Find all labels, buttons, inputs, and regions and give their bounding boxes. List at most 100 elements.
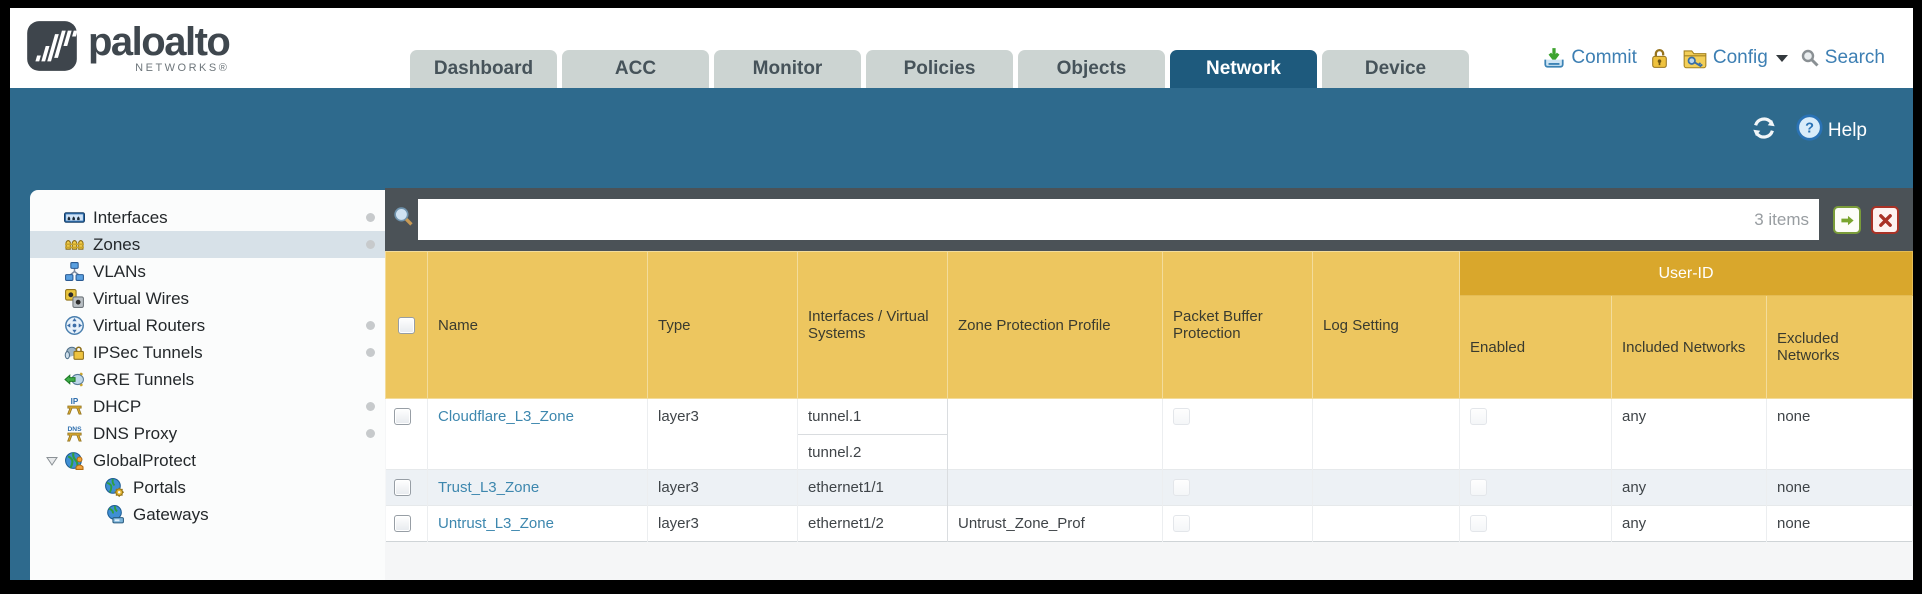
dns-proxy-icon: DNS — [64, 423, 85, 444]
zone-type: layer3 — [658, 479, 699, 496]
sidebar-item-label: GRE Tunnels — [93, 369, 195, 389]
interface-entry: ethernet1/2 — [808, 515, 884, 532]
zone-name-link[interactable]: Cloudflare_L3_Zone — [438, 408, 574, 425]
zones-icon — [64, 234, 85, 255]
table-row: Cloudflare_L3_Zone layer3 tunnel.1 tunnel.2… — [385, 398, 1913, 470]
row-checkbox[interactable] — [393, 479, 411, 496]
col-header-included-networks[interactable]: Included Networks — [1611, 295, 1767, 399]
col-header-name[interactable]: Name — [427, 251, 648, 399]
refresh-button[interactable] — [1750, 114, 1778, 147]
tab-dashboard[interactable]: Dashboard — [410, 50, 557, 88]
search-icon — [1800, 48, 1820, 68]
config-lock-button[interactable] — [1649, 47, 1670, 70]
status-dot — [366, 240, 375, 249]
tab-monitor[interactable]: Monitor — [714, 50, 861, 88]
filter-toolbar: 3 items — [385, 188, 1913, 251]
help-icon: ? — [1796, 114, 1823, 147]
tab-acc[interactable]: ACC — [562, 50, 709, 88]
packet-buffer-checkbox[interactable] — [1173, 408, 1190, 425]
expander-triangle-icon[interactable] — [46, 456, 64, 466]
global-search-button[interactable]: Search — [1800, 47, 1885, 69]
excluded-networks: none — [1777, 515, 1811, 532]
sidebar-item-label: DHCP — [93, 396, 142, 416]
filter-input[interactable] — [418, 199, 1819, 240]
user-id-enabled-checkbox[interactable] — [1470, 515, 1487, 532]
globalprotect-icon — [64, 450, 85, 471]
zones-content-panel: 3 items — [385, 188, 1913, 580]
sidebar-item-dhcp[interactable]: IP DHCP — [30, 393, 385, 420]
col-header-enabled[interactable]: Enabled — [1459, 295, 1612, 399]
included-networks: any — [1622, 408, 1647, 425]
sidebar-item-portals[interactable]: Portals — [30, 474, 385, 501]
sidebar-item-gateways[interactable]: Gateways — [30, 501, 385, 528]
packet-buffer-checkbox[interactable] — [1173, 515, 1190, 532]
col-header-type[interactable]: Type — [647, 251, 798, 399]
col-header-excluded-networks[interactable]: Excluded Networks — [1766, 295, 1913, 399]
items-count: 3 items — [1754, 210, 1809, 229]
interface-entry: tunnel.2 — [798, 434, 947, 469]
tab-device[interactable]: Device — [1322, 50, 1469, 88]
config-menu-button[interactable]: Config — [1682, 46, 1788, 70]
lock-icon — [1649, 47, 1670, 70]
zone-name-link[interactable]: Untrust_L3_Zone — [438, 515, 554, 532]
sidebar-item-label: Interfaces — [93, 207, 168, 227]
sidebar-item-globalprotect[interactable]: GlobalProtect — [30, 447, 385, 474]
tab-policies[interactable]: Policies — [866, 50, 1013, 88]
included-networks: any — [1622, 479, 1647, 496]
sidebar-item-label: GlobalProtect — [93, 450, 196, 470]
interfaces-icon — [64, 207, 85, 228]
svg-text:?: ? — [1805, 121, 1814, 137]
help-button[interactable]: ? Help — [1796, 114, 1867, 147]
status-dot — [366, 348, 375, 357]
tab-objects[interactable]: Objects — [1018, 50, 1165, 88]
green-arrow-icon — [1840, 215, 1854, 225]
col-group-user-id: User-ID — [1459, 251, 1913, 296]
tab-network[interactable]: Network — [1170, 50, 1317, 88]
commit-button[interactable]: Commit — [1542, 46, 1637, 70]
log-setting — [1323, 399, 1449, 434]
col-header-interfaces[interactable]: Interfaces / Virtual Systems — [797, 251, 948, 399]
sidebar-item-label: Portals — [133, 477, 186, 497]
status-dot — [366, 429, 375, 438]
select-all-checkbox[interactable] — [398, 316, 415, 334]
virtual-routers-icon — [64, 315, 85, 336]
row-checkbox[interactable] — [393, 515, 411, 532]
filter-input-wrap: 3 items — [418, 199, 1819, 240]
svg-text:IP: IP — [71, 397, 79, 406]
sidebar-item-interfaces[interactable]: Interfaces — [30, 204, 385, 231]
zone-name-link[interactable]: Trust_L3_Zone — [438, 479, 540, 496]
user-id-enabled-checkbox[interactable] — [1470, 479, 1487, 496]
status-dot — [366, 321, 375, 330]
svg-text:DNS: DNS — [67, 426, 82, 433]
zone-type: layer3 — [658, 408, 699, 425]
col-header-log-setting[interactable]: Log Setting — [1312, 251, 1460, 399]
sidebar-item-virtual-routers[interactable]: Virtual Routers — [30, 312, 385, 339]
sidebar-item-ipsec-tunnels[interactable]: IPSec Tunnels — [30, 339, 385, 366]
ipsec-tunnels-icon — [64, 342, 85, 363]
apply-filter-button[interactable] — [1833, 206, 1861, 234]
row-checkbox[interactable] — [393, 408, 411, 425]
sidebar-item-label: Zones — [93, 234, 141, 254]
log-setting — [1323, 506, 1449, 541]
interface-entry: ethernet1/1 — [808, 479, 884, 496]
zone-protection-profile: Untrust_Zone_Prof — [958, 515, 1085, 532]
dhcp-icon: IP — [64, 396, 85, 417]
col-header-zone-protection[interactable]: Zone Protection Profile — [947, 251, 1163, 399]
utility-toolbar: ? Help — [1750, 114, 1867, 147]
config-icon — [1682, 46, 1708, 70]
sidebar-item-virtual-wires[interactable]: Virtual Wires — [30, 285, 385, 312]
col-header-packet-buffer[interactable]: Packet Buffer Protection — [1162, 251, 1313, 399]
paloalto-logo-icon — [27, 21, 78, 71]
user-id-enabled-checkbox[interactable] — [1470, 408, 1487, 425]
top-actions: Commit — [1542, 46, 1885, 70]
sidebar-item-gre-tunnels[interactable]: GRE Tunnels — [30, 366, 385, 393]
sidebar-item-vlans[interactable]: VLANs — [30, 258, 385, 285]
packet-buffer-checkbox[interactable] — [1173, 479, 1190, 496]
interface-entry: tunnel.1 — [808, 408, 862, 425]
clear-filter-button[interactable] — [1871, 206, 1899, 234]
sidebar-item-zones[interactable]: Zones — [30, 231, 385, 258]
